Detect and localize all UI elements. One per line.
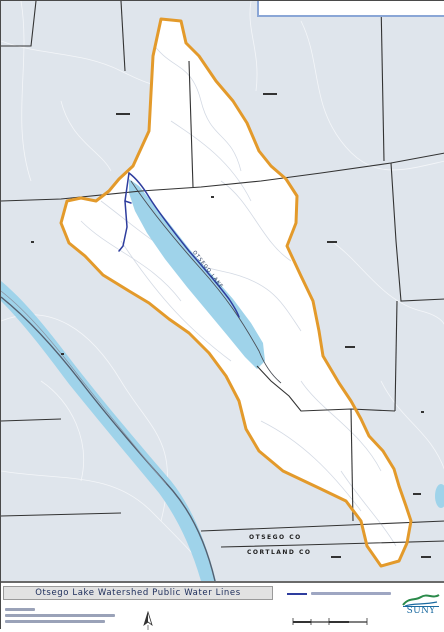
title-band: Otsego Lake Watershed Public Water Lines <box>3 586 273 600</box>
water-bodies <box>1 179 444 581</box>
logo: SUNY <box>399 591 443 625</box>
fine-print <box>5 608 125 630</box>
watershed-interior <box>61 19 411 566</box>
county-label-upper: OTSEGO CO <box>249 534 302 541</box>
logo-mark-icon <box>402 594 440 607</box>
inside-roads <box>80 40 397 547</box>
county-lines <box>1 1 444 548</box>
legend-text <box>311 590 393 597</box>
highway <box>1 296 216 581</box>
inset-frame <box>257 1 444 17</box>
map-title: Otsego Lake Watershed Public Water Lines <box>35 588 241 598</box>
legend-water-line-swatch <box>287 593 307 595</box>
county-label-lower: CORTLAND CO <box>247 549 312 556</box>
scale-bar <box>292 618 368 625</box>
settlement-dots <box>31 93 431 558</box>
watershed-map[interactable]: OTSEGO LAKE OTSEGO CO CORTLAND CO <box>1 1 444 581</box>
title-block: Otsego Lake Watershed Public Water Lines <box>1 581 444 632</box>
lake-road <box>130 180 282 384</box>
highway-right <box>1 290 167 485</box>
public-water-lines[interactable] <box>118 172 240 318</box>
north-arrow-icon <box>143 611 153 630</box>
logo-wordmark: SUNY <box>406 606 436 616</box>
watershed-boundary[interactable] <box>59 17 413 568</box>
